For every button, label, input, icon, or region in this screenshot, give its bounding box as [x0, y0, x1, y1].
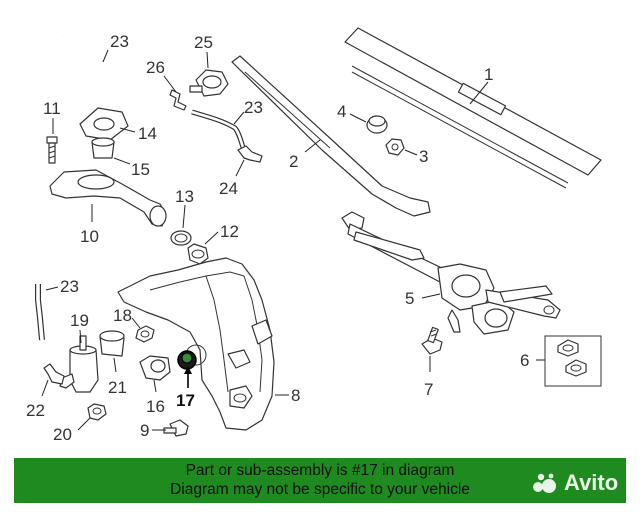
grommet-17-part — [177, 350, 197, 370]
hose-connector-24-part — [237, 145, 263, 163]
info-banner: Part or sub-assembly is #17 in diagram D… — [14, 458, 626, 503]
leader-line-1 — [469, 81, 489, 105]
callout-18: 18 — [113, 306, 132, 325]
avito-logo-icon — [533, 473, 556, 493]
leader-line-26 — [163, 75, 177, 93]
leader-line-21 — [113, 357, 117, 373]
callout-21: 21 — [108, 378, 127, 397]
callout-20: 20 — [53, 425, 72, 444]
banner-line-part-number: Part or sub-assembly is #17 in diagram — [185, 462, 455, 479]
callout-26: 26 — [146, 58, 165, 77]
callout-1: 1 — [484, 65, 493, 84]
wiper-arm-part — [231, 55, 431, 217]
filler-neck-part — [49, 169, 167, 227]
leader-line-23a — [102, 49, 109, 63]
arrowhead-17-icon — [184, 366, 192, 374]
callout-7: 7 — [424, 380, 433, 399]
bolt-11-part — [46, 136, 58, 164]
callout-2: 2 — [289, 152, 298, 171]
callout-15: 15 — [131, 160, 150, 179]
hose-connector-26-part — [169, 89, 187, 111]
callout-25: 25 — [194, 33, 213, 52]
callout-23-middle: 23 — [244, 98, 263, 117]
leader-line-12 — [204, 231, 219, 245]
leader-line-20 — [77, 417, 91, 431]
callout-6: 6 — [520, 351, 529, 370]
callout-4: 4 — [337, 102, 346, 121]
leader-line-16 — [153, 379, 157, 393]
sleeve-15-part — [91, 137, 115, 159]
leader-line-19 — [79, 329, 82, 344]
arm-cap-part — [366, 115, 388, 134]
callout-10: 10 — [80, 227, 99, 246]
washer-pump-part — [59, 335, 99, 393]
leader-line-18 — [131, 317, 141, 329]
wiper-motor-linkage-part — [341, 211, 561, 335]
leader-line-25 — [206, 51, 209, 69]
callout-13: 13 — [175, 187, 194, 206]
grommet-12-part — [187, 243, 209, 265]
callout-23-lower: 23 — [60, 277, 79, 296]
filler-neck-cap-part — [79, 107, 129, 141]
bolt-7-part — [421, 326, 443, 355]
bolt-9-part — [163, 419, 189, 437]
arm-nut-part — [385, 138, 405, 156]
washer-hose-upper-part — [62, 34, 245, 157]
callout-12: 12 — [220, 222, 239, 241]
leader-line-23c — [45, 286, 59, 291]
leader-line-24 — [235, 159, 245, 177]
leader-line-23b — [233, 111, 245, 125]
washer-hose-lower-part — [35, 284, 45, 341]
callout-3: 3 — [419, 147, 428, 166]
avito-watermark: Avito — [532, 470, 618, 496]
washer-nozzle-part — [189, 69, 229, 97]
callout-24: 24 — [219, 179, 238, 198]
level-sensor-part — [139, 355, 171, 381]
leader-line-14 — [119, 127, 136, 133]
leader-line-15 — [113, 157, 131, 165]
hose-connector-22-part — [43, 363, 65, 385]
grommet-18-part — [135, 325, 155, 343]
callout-5: 5 — [405, 289, 414, 308]
callout-8: 8 — [291, 386, 300, 405]
leader-line-2 — [304, 139, 321, 153]
grommet-kit-part — [544, 335, 602, 387]
callout-11: 11 — [43, 99, 61, 118]
pump-grommet-part — [99, 330, 125, 357]
callout-23-top: 23 — [110, 32, 129, 51]
banner-line-disclaimer: Diagram may not be specific to your vehi… — [170, 481, 470, 498]
callout-14: 14 — [138, 124, 157, 143]
wiper-blade-part — [344, 27, 602, 189]
o-ring-part — [170, 230, 192, 246]
callout-22: 22 — [26, 401, 45, 420]
leader-line-3 — [404, 149, 418, 156]
callout-16: 16 — [146, 397, 165, 416]
cap-20-part — [87, 403, 107, 421]
leader-line-13 — [182, 204, 186, 229]
leader-line-22 — [41, 379, 49, 397]
callout-17: 17 — [176, 391, 195, 410]
callout-9: 9 — [140, 421, 149, 440]
leader-line-4 — [349, 113, 367, 123]
leader-line-5 — [421, 293, 441, 299]
avito-wordmark: Avito — [564, 470, 619, 495]
washer-reservoir-part — [117, 257, 275, 431]
callout-19: 19 — [70, 311, 89, 330]
